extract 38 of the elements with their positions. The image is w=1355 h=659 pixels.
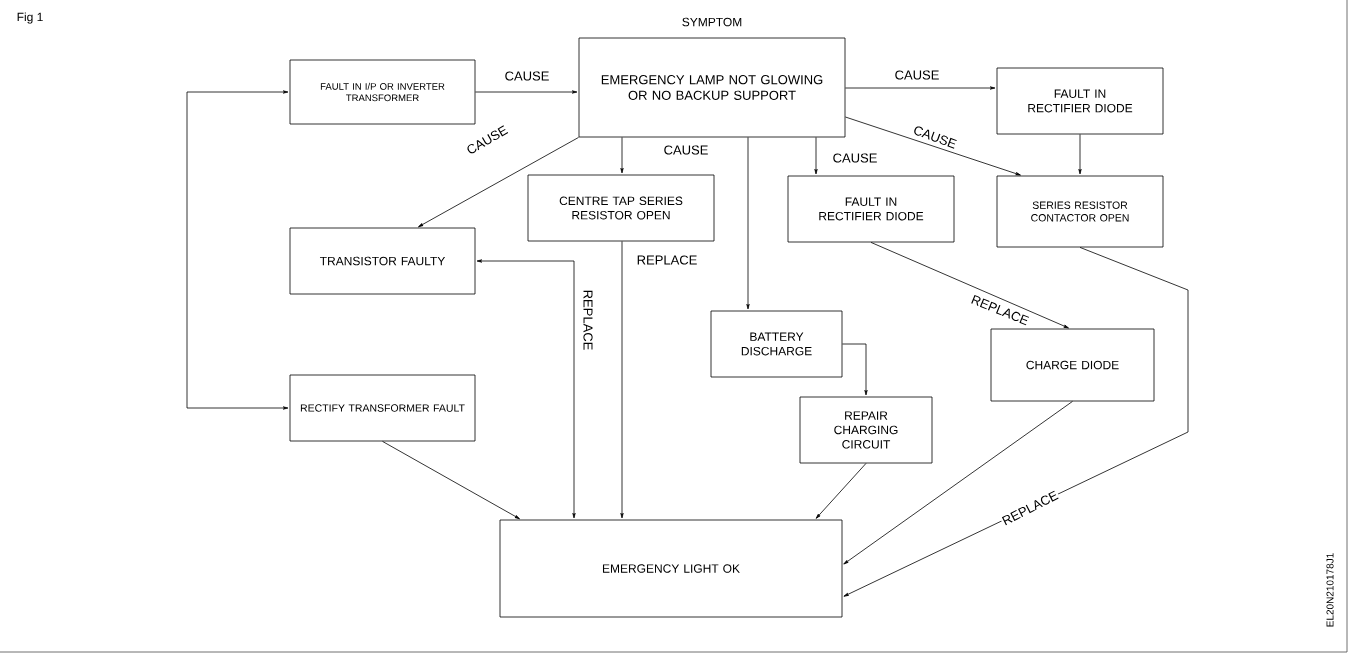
edge-label: REPLACE: [582, 288, 594, 352]
arrow: [845, 86, 996, 90]
figure-code: EL20N210178J1: [1326, 553, 1334, 627]
arrow: [1078, 134, 1082, 175]
process-box: TRANSISTOR FAULTY: [289, 227, 476, 295]
arrow: [814, 137, 818, 175]
arrow: [870, 242, 1069, 329]
arrow: [746, 137, 750, 310]
process-box: RECTIFY TRANSFORMER FAULT: [289, 374, 476, 442]
arrow: [843, 247, 1189, 597]
edge-label: CAUSE: [893, 69, 941, 81]
process-box: EMERGENCY LAMP NOT GLOWING OR NO BACKUP SUPPORT: [578, 37, 846, 138]
edge-label: CAUSE: [831, 152, 879, 164]
process-box: FAULT IN RECTIFIER DIODE: [787, 175, 955, 243]
fig-label: Fig 1: [17, 12, 43, 24]
heading: SYMPTOM: [682, 17, 742, 27]
arrow: [620, 137, 624, 174]
process-box: CHARGE DIODE: [990, 328, 1155, 402]
arrow: [186, 90, 289, 410]
process-box: SERIES RESISTOR CONTACTOR OPEN: [996, 175, 1164, 248]
arrow: [476, 259, 576, 519]
process-box: BATTERY DISCHARGE: [710, 310, 843, 378]
arrow: [620, 241, 624, 519]
process-box: EMERGENCY LIGHT OK: [499, 519, 843, 618]
edge-label: REPLACE: [635, 254, 699, 266]
arrow: [815, 463, 867, 519]
arrow: [418, 137, 579, 228]
arrow: [475, 90, 578, 94]
arrow: [842, 343, 868, 396]
process-box: FAULT IN RECTIFIER DIODE: [996, 67, 1164, 135]
process-box: FAULT IN I/P OR INVERTER TRANSFORMER: [289, 59, 476, 125]
arrow: [382, 441, 520, 520]
arrow: [843, 401, 1073, 565]
process-box: CENTRE TAP SERIES RESISTOR OPEN: [527, 174, 715, 242]
edge-label: CAUSE: [662, 144, 710, 156]
edge-label: CAUSE: [503, 70, 551, 82]
arrow: [845, 116, 1021, 176]
process-box: REPAIR CHARGING CIRCUIT: [799, 396, 933, 464]
